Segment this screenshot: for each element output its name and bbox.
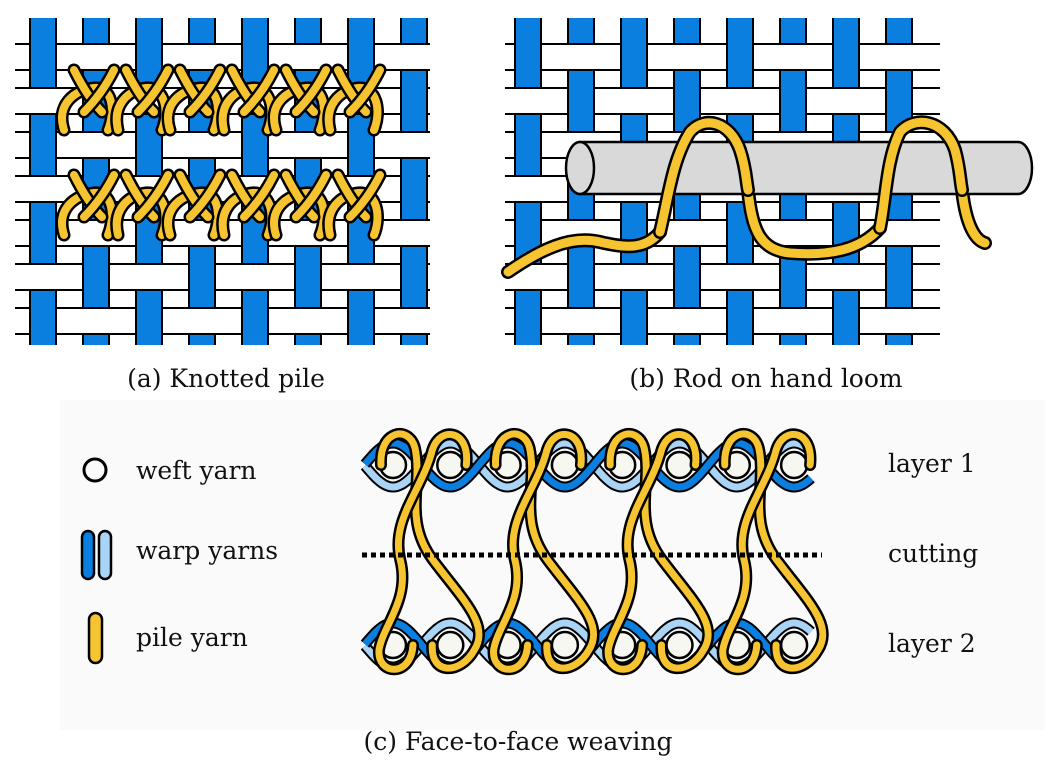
weft-yarn — [550, 630, 580, 660]
rod-body — [578, 140, 1034, 196]
legend-label-weft: weft yarn — [136, 456, 257, 485]
legend-label-warp: warp yarns — [136, 536, 278, 565]
pile-yarn — [719, 430, 814, 673]
pile-yarn — [377, 430, 483, 672]
pile-yarn — [375, 430, 471, 673]
pile-capsule-icon — [87, 611, 104, 665]
pile-yarn — [606, 430, 712, 672]
panel-b-pile-back — [501, 183, 992, 279]
pile-yarn — [490, 430, 585, 673]
weft-yarn — [436, 450, 465, 480]
rod-end — [564, 140, 596, 196]
caption-b: (b) Rod on hand loom — [629, 364, 903, 393]
caption-c: (c) Face-to-face weaving — [363, 727, 672, 756]
pile-yarn — [721, 430, 827, 672]
weft-yarn — [779, 450, 809, 480]
panel-c-face-to-face: weft yarn warp yarns pile yarn layer 1 c… — [80, 428, 978, 676]
pile-yarn — [492, 430, 598, 672]
weft-yarn — [550, 450, 580, 480]
weft-yarn — [665, 630, 694, 660]
pile-yarn — [604, 430, 700, 673]
weft-yarn — [505, 87, 940, 115]
weft-yarn — [779, 630, 809, 660]
weft-yarn — [505, 263, 940, 291]
layer-2-label: layer 2 — [888, 629, 976, 658]
weft-yarn — [505, 307, 940, 335]
panel-a-knotted-pile — [15, 18, 430, 345]
layer-1-label: layer 1 — [888, 449, 976, 478]
weft-yarn — [665, 450, 694, 480]
weft-yarn — [15, 263, 430, 291]
weft-yarn — [436, 630, 465, 660]
panel-c-weft-yarns — [378, 450, 809, 660]
panel-a-knots — [55, 63, 387, 242]
panel-c-pile-yarns — [373, 428, 829, 676]
caption-a: (a) Knotted pile — [127, 364, 325, 393]
pile-knot — [267, 168, 387, 242]
panel-b-pile-front — [653, 115, 969, 239]
weft-circle-icon — [82, 457, 108, 483]
panel-b-rod — [564, 140, 1034, 196]
cutting-label: cutting — [888, 539, 978, 568]
warp-pair-icon — [80, 529, 113, 581]
panel-b-rod-on-hand-loom — [501, 18, 1034, 345]
pile-knot — [267, 63, 387, 137]
weft-yarn — [505, 43, 940, 71]
legend-label-pile: pile yarn — [136, 623, 248, 652]
legend: weft yarn warp yarns pile yarn — [80, 456, 278, 665]
